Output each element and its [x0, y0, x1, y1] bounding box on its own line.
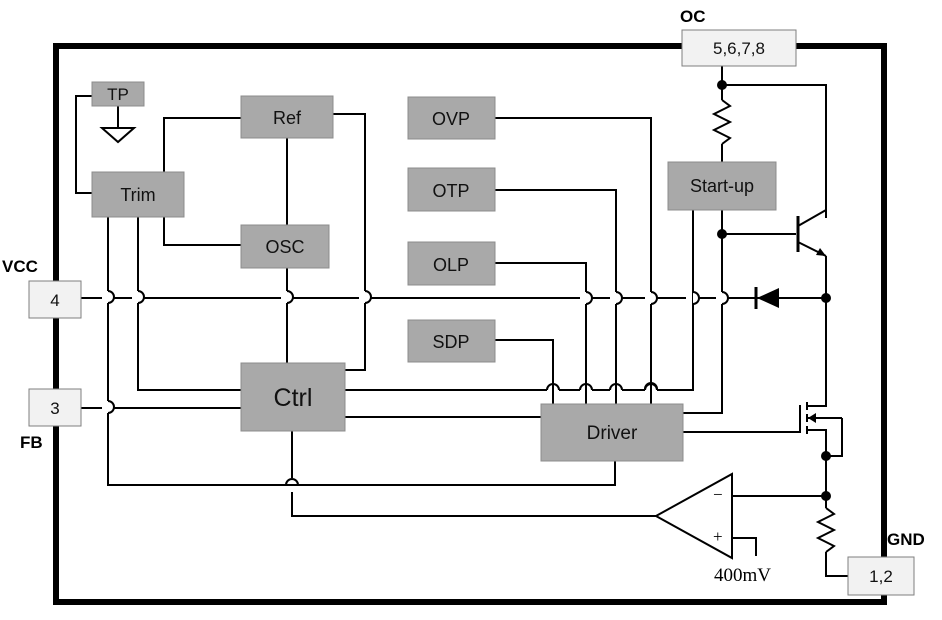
pin-vcc: VCC 4: [2, 257, 82, 319]
block-sdp: SDP: [407, 319, 496, 363]
pin-vcc-label: VCC: [2, 257, 38, 276]
block-ref: Ref: [240, 95, 334, 139]
block-ctrl-label: Ctrl: [274, 384, 313, 412]
block-sdp-label: SDP: [432, 332, 469, 352]
junctions: [717, 80, 831, 501]
block-otp-label: OTP: [432, 181, 469, 201]
pin-oc-number: 5,6,7,8: [713, 39, 765, 58]
pin-gnd: GND 1,2: [847, 530, 925, 596]
comparator-plus-sign: +: [713, 527, 723, 546]
pin-fb-number: 3: [50, 399, 59, 418]
block-trim: Trim: [91, 171, 185, 218]
ic-outline: [53, 43, 887, 605]
block-driver-label: Driver: [587, 423, 638, 444]
block-ref-label: Ref: [273, 108, 302, 128]
comparator-minus-sign: −: [713, 485, 723, 504]
block-tp-label: TP: [107, 85, 129, 104]
pin-fb: 3 FB: [20, 388, 82, 452]
block-trim-label: Trim: [120, 185, 155, 205]
block-startup: Start-up: [667, 161, 777, 211]
pin-vcc-number: 4: [50, 291, 59, 310]
wires: [75, 66, 848, 577]
block-driver: Driver: [540, 403, 684, 462]
block-ctrl: Ctrl: [240, 362, 346, 432]
block-olp: OLP: [407, 241, 496, 286]
block-startup-label: Start-up: [690, 176, 754, 196]
pin-oc: OC 5,6,7,8: [680, 7, 797, 67]
pin-fb-label: FB: [20, 433, 43, 452]
block-ovp-label: OVP: [432, 109, 470, 129]
block-olp-label: OLP: [433, 255, 469, 275]
comparator: − + 400mV: [713, 485, 771, 586]
pin-oc-label: OC: [680, 7, 706, 26]
block-otp: OTP: [407, 167, 496, 212]
block-tp: TP: [91, 81, 145, 107]
block-osc-label: OSC: [265, 237, 304, 257]
block-osc: OSC: [240, 224, 330, 269]
pin-gnd-number: 1,2: [869, 567, 893, 586]
pin-gnd-label: GND: [887, 530, 925, 549]
block-ovp: OVP: [407, 96, 496, 140]
reference-voltage-label: 400mV: [714, 565, 771, 586]
